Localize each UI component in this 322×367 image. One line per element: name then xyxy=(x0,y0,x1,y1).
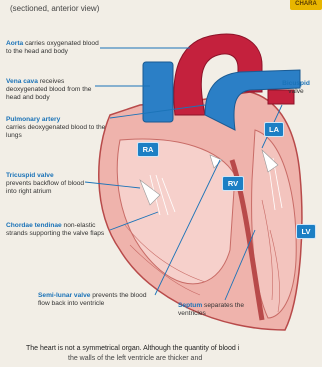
label-bicuspid-desc: valve xyxy=(278,88,314,96)
chamber-tag-la: LA xyxy=(264,122,284,137)
label-semilunar-term: Semi-lunar valve xyxy=(38,292,90,299)
chamber-tag-ra: RA xyxy=(137,142,159,157)
label-aorta: Aorta carries oxygenated blood to the he… xyxy=(6,40,102,56)
chamber-tag-rv: RV xyxy=(222,176,244,191)
label-tricuspid-term: Tricuspid valve xyxy=(6,172,86,180)
label-chordae: Chordae tendinae non-elastic strands sup… xyxy=(6,222,112,238)
label-vena-cava: Vena cava receives deoxygenated blood fr… xyxy=(6,78,98,102)
label-septum: Septum separates the ventricles xyxy=(178,302,252,318)
caption-line-2: the walls of the left ventricle are thic… xyxy=(68,355,202,362)
label-bicuspid: Bicuspid valve xyxy=(278,80,314,96)
label-tricuspid: Tricuspid valve prevents backflow of blo… xyxy=(6,172,86,196)
label-pulmonary-desc: carries deoxygenated blood to the lungs xyxy=(6,124,106,140)
caption-line-1: The heart is not a symmetrical organ. Al… xyxy=(26,344,322,353)
label-tricuspid-desc: prevents backflow of blood into right at… xyxy=(6,180,86,196)
label-septum-term: Septum xyxy=(178,302,202,309)
label-pulmonary: Pulmonary artery carries deoxygenated bl… xyxy=(6,116,106,140)
label-aorta-term: Aorta xyxy=(6,40,23,47)
label-vena-cava-term: Vena cava xyxy=(6,78,38,85)
label-pulmonary-term: Pulmonary artery xyxy=(6,116,106,124)
chamber-tag-lv: LV xyxy=(296,224,316,239)
label-bicuspid-term: Bicuspid xyxy=(278,80,314,88)
label-semilunar: Semi-lunar valve prevents the blood flow… xyxy=(38,292,156,308)
label-chordae-term: Chordae tendinae xyxy=(6,222,62,229)
